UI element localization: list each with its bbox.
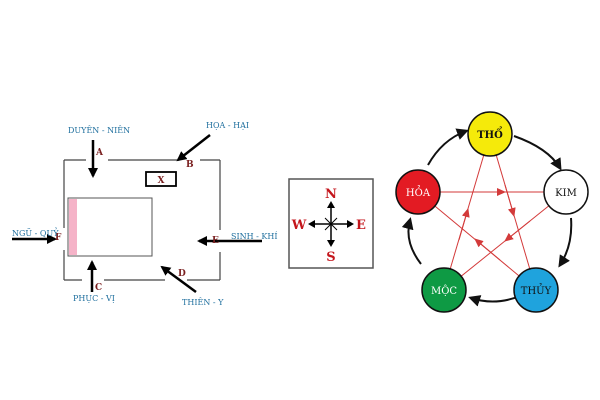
- bed: [67, 197, 153, 257]
- element-moc-label: MỘC: [431, 285, 457, 297]
- element-tho: THỔ: [467, 111, 513, 157]
- door-label-a: A: [95, 148, 104, 158]
- door-label-d: D: [178, 269, 186, 279]
- element-kim-circle: [543, 169, 589, 215]
- direction-phuc-vi: PHỤC - VỊ: [73, 294, 115, 303]
- door-label-b: B: [186, 160, 194, 170]
- compass: N S W E: [288, 178, 374, 269]
- cycle-arrow-thuy-moc: [468, 295, 521, 307]
- room-outline: [63, 159, 221, 281]
- star-arrow-tho-thuy: [504, 184, 516, 217]
- element-kim-label: KIM: [555, 188, 577, 199]
- direction-duyen-nien: DUYÊN - NIÊN: [68, 126, 130, 135]
- cycle-arrow-kim-thuy: [558, 217, 573, 268]
- element-thuy: THỦY: [513, 267, 559, 313]
- element-tho-circle: [467, 111, 513, 157]
- element-tho-label: THỔ: [477, 127, 503, 141]
- compass-north: N: [325, 187, 337, 202]
- element-hoa: HỎA: [395, 169, 441, 215]
- compass-arrowheads: [308, 201, 354, 247]
- arrow-d: [160, 265, 197, 294]
- cycle-arrow-hoa-tho: [427, 128, 469, 166]
- direction-sinh-khi: SINH - KHÍ: [231, 232, 278, 241]
- arrow-b: [176, 134, 211, 162]
- x-box-label: X: [158, 176, 165, 186]
- five-elements-diagram: THỔ KIM THỦY MỘC HỎA: [395, 111, 589, 313]
- element-hoa-circle: [395, 169, 441, 215]
- element-moc-circle: [421, 267, 467, 313]
- door-label-e: E: [212, 236, 219, 246]
- element-kim: KIM: [543, 169, 589, 215]
- door-label-f: F: [55, 233, 62, 243]
- compass-east: E: [356, 218, 366, 233]
- compass-cross: [311, 204, 351, 244]
- direction-hoa-hai: HỌA - HẠI: [206, 121, 249, 130]
- element-thuy-label: THỦY: [521, 284, 552, 297]
- compass-west: W: [291, 218, 307, 233]
- element-thuy-circle: [513, 267, 559, 313]
- bed-headboard: [69, 199, 77, 255]
- star-arrow-kim-moc: [504, 220, 531, 242]
- door-label-c: C: [95, 283, 102, 293]
- controlling-star: [417, 133, 567, 291]
- star-arrow-thuy-hoa: [474, 238, 501, 261]
- cycle-arrow-tho-kim: [513, 135, 562, 171]
- star-arrow-moc-tho: [458, 208, 470, 241]
- element-hoa-label: HỎA: [406, 186, 431, 199]
- cycle-arrow-moc-hoa: [401, 217, 422, 265]
- floor-plan: X A B E F C D DUYÊN - NIÊN HỌA - HẠI SIN…: [12, 121, 278, 307]
- compass-south: S: [326, 250, 335, 265]
- x-box: [145, 171, 177, 187]
- direction-thien-y: THIÊN - Y: [182, 298, 224, 307]
- element-moc: MỘC: [421, 267, 467, 313]
- direction-ngu-quy: NGŨ - QUỶ: [12, 228, 59, 238]
